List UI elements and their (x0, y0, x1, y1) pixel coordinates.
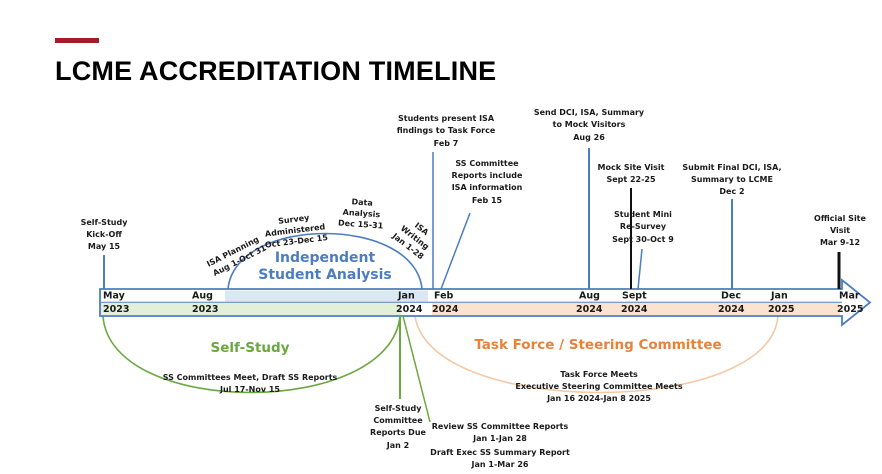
month-label: May (103, 291, 126, 302)
event-text: Students present ISA (398, 114, 495, 123)
self-study-band (101, 303, 401, 315)
event-text: Task Force Meets (560, 370, 638, 379)
task-force-arc (414, 315, 779, 394)
year-label: 2024 (576, 304, 603, 315)
isa-phase-label: Student Analysis (258, 267, 391, 283)
event-text: Review SS Committee Reports (432, 422, 569, 431)
year-label: 2024 (432, 304, 459, 315)
event-text: Reports include (452, 171, 523, 180)
event-text: Analysis (342, 208, 380, 220)
event-text: SS Committees Meet, Draft SS Reports (163, 373, 338, 382)
mock-site-event: Mock Site Visit Sept 22-25 (598, 163, 665, 184)
student-mini-event: Student Mini Re-Survey Sept 30-Oct 9 (612, 210, 674, 244)
ss-reports-isa-marker (440, 212, 471, 290)
event-text: Mock Site Visit (598, 163, 665, 172)
year-label: 2023 (103, 304, 129, 315)
isa-phase-label: Independent (275, 250, 376, 266)
draft-exec-event: Draft Exec SS Summary Report Jan 1-Mar 2… (430, 448, 570, 469)
year-label: 2024 (718, 304, 745, 315)
event-text: Data (351, 197, 373, 207)
event-text: Jan 1-Jan 28 (472, 434, 527, 443)
ss-reports-due-event: Self-Study Committee Reports Due Jan 2 (370, 404, 426, 450)
month-label: Sept (622, 291, 647, 302)
isa-writing-event: ISA Writing Jan 1-28 (390, 221, 431, 262)
event-text: SS Committee (455, 159, 519, 168)
send-dci-event: Send DCI, ISA, Summary to Mock Visitors … (534, 108, 645, 142)
event-text: Re-Survey (620, 222, 667, 231)
event-text: Survey (278, 213, 311, 226)
event-text: Official Site (814, 214, 866, 223)
ss-meet-event: SS Committees Meet, Draft SS Reports Jul… (163, 373, 338, 394)
event-text: Dec 2 (719, 187, 744, 196)
event-text: Mar 9-12 (820, 238, 860, 247)
review-ss-marker (402, 315, 431, 423)
event-text: May 15 (88, 242, 121, 251)
event-text: Send DCI, ISA, Summary (534, 108, 645, 117)
survey-event: Survey Administered Oct 23-Dec 15 (264, 213, 328, 250)
submit-final-event: Submit Final DCI, ISA, Summary to LCME D… (682, 163, 781, 196)
month-label: Mar (839, 291, 860, 302)
event-text: Kick-Off (86, 230, 122, 239)
isa-band (225, 290, 428, 302)
year-label: 2025 (837, 304, 863, 315)
event-text: Jan 2 (386, 441, 409, 450)
task-force-phase-label: Task Force / Steering Committee (474, 337, 721, 353)
event-text: Jul 17-Nov 15 (219, 385, 280, 394)
student-mini-marker (637, 248, 643, 290)
official-site-event: Official Site Visit Mar 9-12 (814, 214, 866, 247)
year-label: 2025 (768, 304, 794, 315)
year-label: 2024 (621, 304, 648, 315)
event-text: to Mock Visitors (553, 120, 626, 129)
kickoff-event: Self-Study Kick-Off May 15 (81, 218, 129, 251)
month-label: Aug (192, 291, 213, 302)
month-label: Feb (434, 291, 454, 302)
event-text: Draft Exec SS Summary Report (430, 448, 570, 457)
self-study-arc (102, 315, 401, 394)
event-text: Jan 16 2024-Jan 8 2025 (546, 394, 651, 403)
event-text: ISA information (452, 183, 523, 192)
event-text: Sept 22-25 (606, 175, 656, 184)
data-analysis-event: Data Analysis Dec 15-31 (338, 197, 384, 230)
review-ss-event: Review SS Committee Reports Jan 1-Jan 28 (432, 422, 569, 443)
event-text: Visit (830, 226, 850, 235)
self-study-phase-label: Self-Study (211, 340, 290, 356)
event-text: Student Mini (614, 210, 672, 219)
event-text: Feb 15 (472, 196, 503, 205)
students-present-event: Students present ISA findings to Task Fo… (397, 114, 496, 148)
year-label: 2024 (396, 304, 423, 315)
event-text: Submit Final DCI, ISA, (682, 163, 781, 172)
event-text: Aug 26 (573, 133, 605, 142)
event-text: Self-Study (81, 218, 129, 227)
event-text: findings to Task Force (397, 126, 496, 135)
month-label: Jan (397, 291, 415, 302)
event-text: Sept 30-Oct 9 (612, 235, 674, 244)
event-text: Jan 1-Mar 26 (471, 460, 529, 469)
event-text: Self-Study (375, 404, 423, 413)
month-label: Aug (579, 291, 600, 302)
year-label: 2023 (192, 304, 218, 315)
month-label: Jan (770, 291, 788, 302)
event-text: Executive Steering Committee Meets (515, 382, 683, 391)
page-title: LCME ACCREDITATION TIMELINE (55, 56, 497, 86)
month-label: Dec (721, 291, 741, 302)
event-text: Committee (373, 416, 423, 425)
event-text: Feb 7 (434, 139, 459, 148)
title-accent-bar (55, 38, 99, 43)
task-force-meets-event: Task Force Meets Executive Steering Comm… (515, 370, 683, 403)
event-text: Summary to LCME (691, 175, 773, 184)
event-text: Dec 15-31 (338, 218, 384, 230)
isa-arc (227, 232, 423, 290)
event-text: Reports Due (370, 428, 426, 437)
ss-committee-reports-event: SS Committee Reports include ISA informa… (452, 159, 523, 205)
task-force-band (432, 303, 840, 315)
